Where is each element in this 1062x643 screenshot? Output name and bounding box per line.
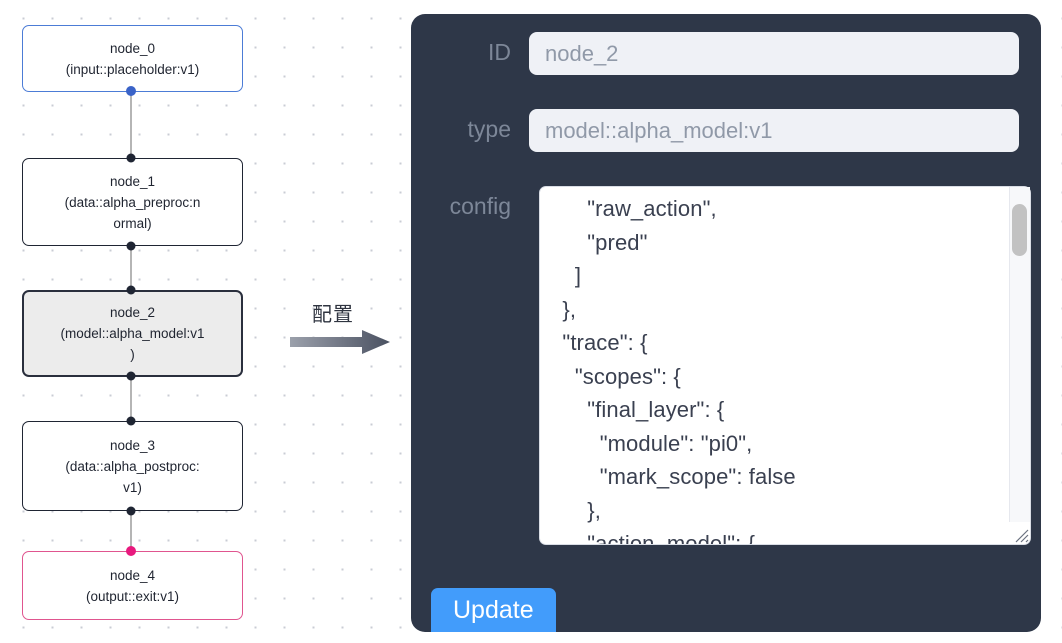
node-handle-input-node_3[interactable]	[126, 416, 136, 426]
node-handle-output-node_1[interactable]	[126, 241, 136, 251]
right-arrow-icon	[290, 330, 390, 354]
edge-node0-node1	[130, 90, 132, 158]
graph-node-node_2[interactable]: node_2 (model::alpha_model:v1 )	[22, 290, 243, 377]
node-id-label: node_0	[109, 40, 156, 56]
label-type: type	[467, 116, 511, 142]
update-button[interactable]: Update	[431, 588, 556, 632]
graph-node-node_1[interactable]: node_1 (data::alpha_preproc:n ormal)	[22, 158, 243, 246]
form-row-type: type model::alpha_model:v1	[411, 109, 1019, 152]
node-id-label: node_4	[109, 567, 156, 583]
type-input[interactable]: model::alpha_model:v1	[529, 109, 1019, 152]
node-type-label-cont: ormal)	[113, 215, 152, 231]
graph-node-node_3[interactable]: node_3 (data::alpha_postproc: v1)	[22, 421, 243, 511]
id-input[interactable]: node_2	[529, 32, 1019, 75]
graph-canvas[interactable]: node_0 (input::placeholder:v1) node_1 (d…	[0, 0, 404, 643]
label-config: config	[449, 193, 511, 219]
node-id-label: node_1	[109, 173, 156, 189]
edge-node2-node3	[130, 376, 132, 420]
node-handle-input-node_4[interactable]	[126, 546, 136, 556]
node-type-label-cont: )	[130, 347, 135, 362]
node-type-label: (input::placeholder:v1)	[65, 61, 200, 77]
node-type-label-cont: v1)	[123, 479, 142, 495]
config-textarea-wrap: "raw_action", "pred" ] }, "trace": { "sc…	[539, 186, 1031, 545]
label-id: ID	[488, 39, 511, 65]
node-id-label: node_3	[109, 437, 156, 453]
node-type-label: (data::alpha_preproc:n	[64, 194, 201, 210]
node-id-label: node_2	[109, 305, 156, 320]
node-type-label: (model::alpha_model:v1	[60, 326, 205, 341]
node-handle-input-node_1[interactable]	[126, 153, 136, 163]
edge-node3-node4	[130, 512, 132, 550]
node-handle-output-node_3[interactable]	[126, 506, 136, 516]
edge-node1-node2	[130, 246, 132, 290]
form-row-id: ID node_2	[411, 32, 1019, 75]
graph-node-node_0[interactable]: node_0 (input::placeholder:v1)	[22, 25, 243, 92]
node-handle-output-node_2[interactable]	[126, 371, 136, 381]
node-type-label: (data::alpha_postproc:	[65, 458, 200, 474]
graph-node-node_4[interactable]: node_4 (output::exit:v1)	[22, 551, 243, 620]
config-textarea[interactable]: "raw_action", "pred" ] }, "trace": { "sc…	[539, 186, 1031, 545]
node-handle-output-node_0[interactable]	[126, 86, 136, 96]
arrow-label-peizhi: 配置	[312, 302, 354, 326]
config-arrow-group: 配置	[290, 298, 400, 358]
node-type-label: (output::exit:v1)	[85, 588, 180, 604]
node-config-panel: ID node_2 type model::alpha_model:v1 con…	[411, 14, 1041, 632]
form-row-config: config	[411, 186, 529, 226]
config-scrollbar-thumb[interactable]	[1012, 204, 1027, 256]
node-handle-input-node_2[interactable]	[126, 285, 136, 295]
